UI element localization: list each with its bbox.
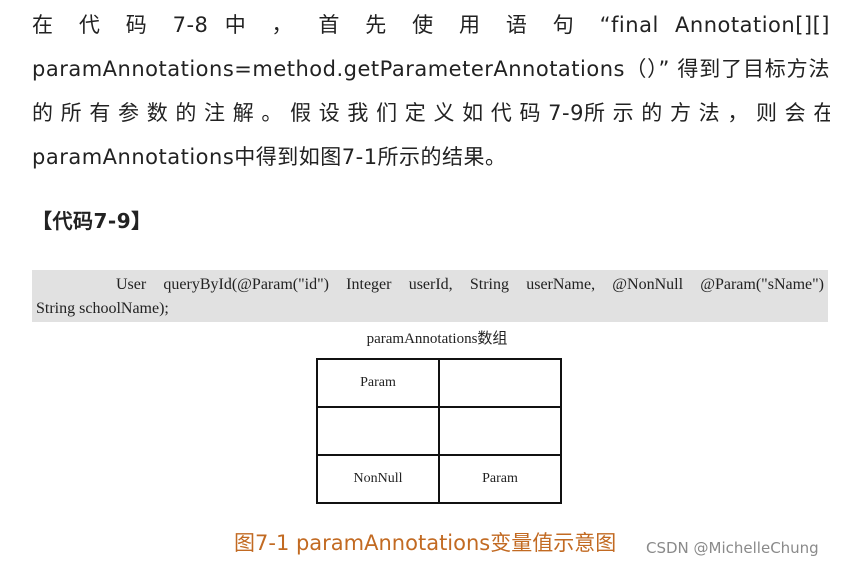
table-cell: NonNull <box>316 454 440 504</box>
table-cell <box>438 358 562 408</box>
code-heading: 【代码7-9】 <box>32 209 152 233</box>
table-row: Param <box>316 358 562 408</box>
paragraph-line-4: paramAnnotations中得到如图7-1所示的结果。 <box>32 145 507 169</box>
code-line-1: User queryById(@Param("id") Integer user… <box>116 276 824 293</box>
table-row <box>316 406 562 456</box>
paragraph-line-2: paramAnnotations=method.getParameterAnno… <box>32 57 830 81</box>
paragraph-line-1: 在 代 码 7-8 中 ， 首 先 使 用 语 句 “final Annotat… <box>32 13 830 37</box>
code-block: User queryById(@Param("id") Integer user… <box>32 270 828 322</box>
table-cell: Param <box>438 454 562 504</box>
watermark: CSDN @MichelleChung <box>646 539 819 557</box>
array-title: paramAnnotations数组 <box>366 331 508 347</box>
figure-caption: 图7-1 paramAnnotations变量值示意图 <box>234 531 617 555</box>
code-line-2: String schoolName); <box>36 300 169 317</box>
table-cell: Param <box>316 358 440 408</box>
body-paragraph: 在 代 码 7-8 中 ， 首 先 使 用 语 句 “final Annotat… <box>32 3 830 179</box>
table-row: NonNull Param <box>316 454 562 504</box>
table-cell <box>438 406 562 456</box>
table-cell <box>316 406 440 456</box>
paragraph-line-3: 的 所 有 参 数 的 注 解 。 假 设 我 们 定 义 如 代 码 7-9所… <box>32 101 830 125</box>
param-annotations-table: Param NonNull Param <box>316 358 562 504</box>
